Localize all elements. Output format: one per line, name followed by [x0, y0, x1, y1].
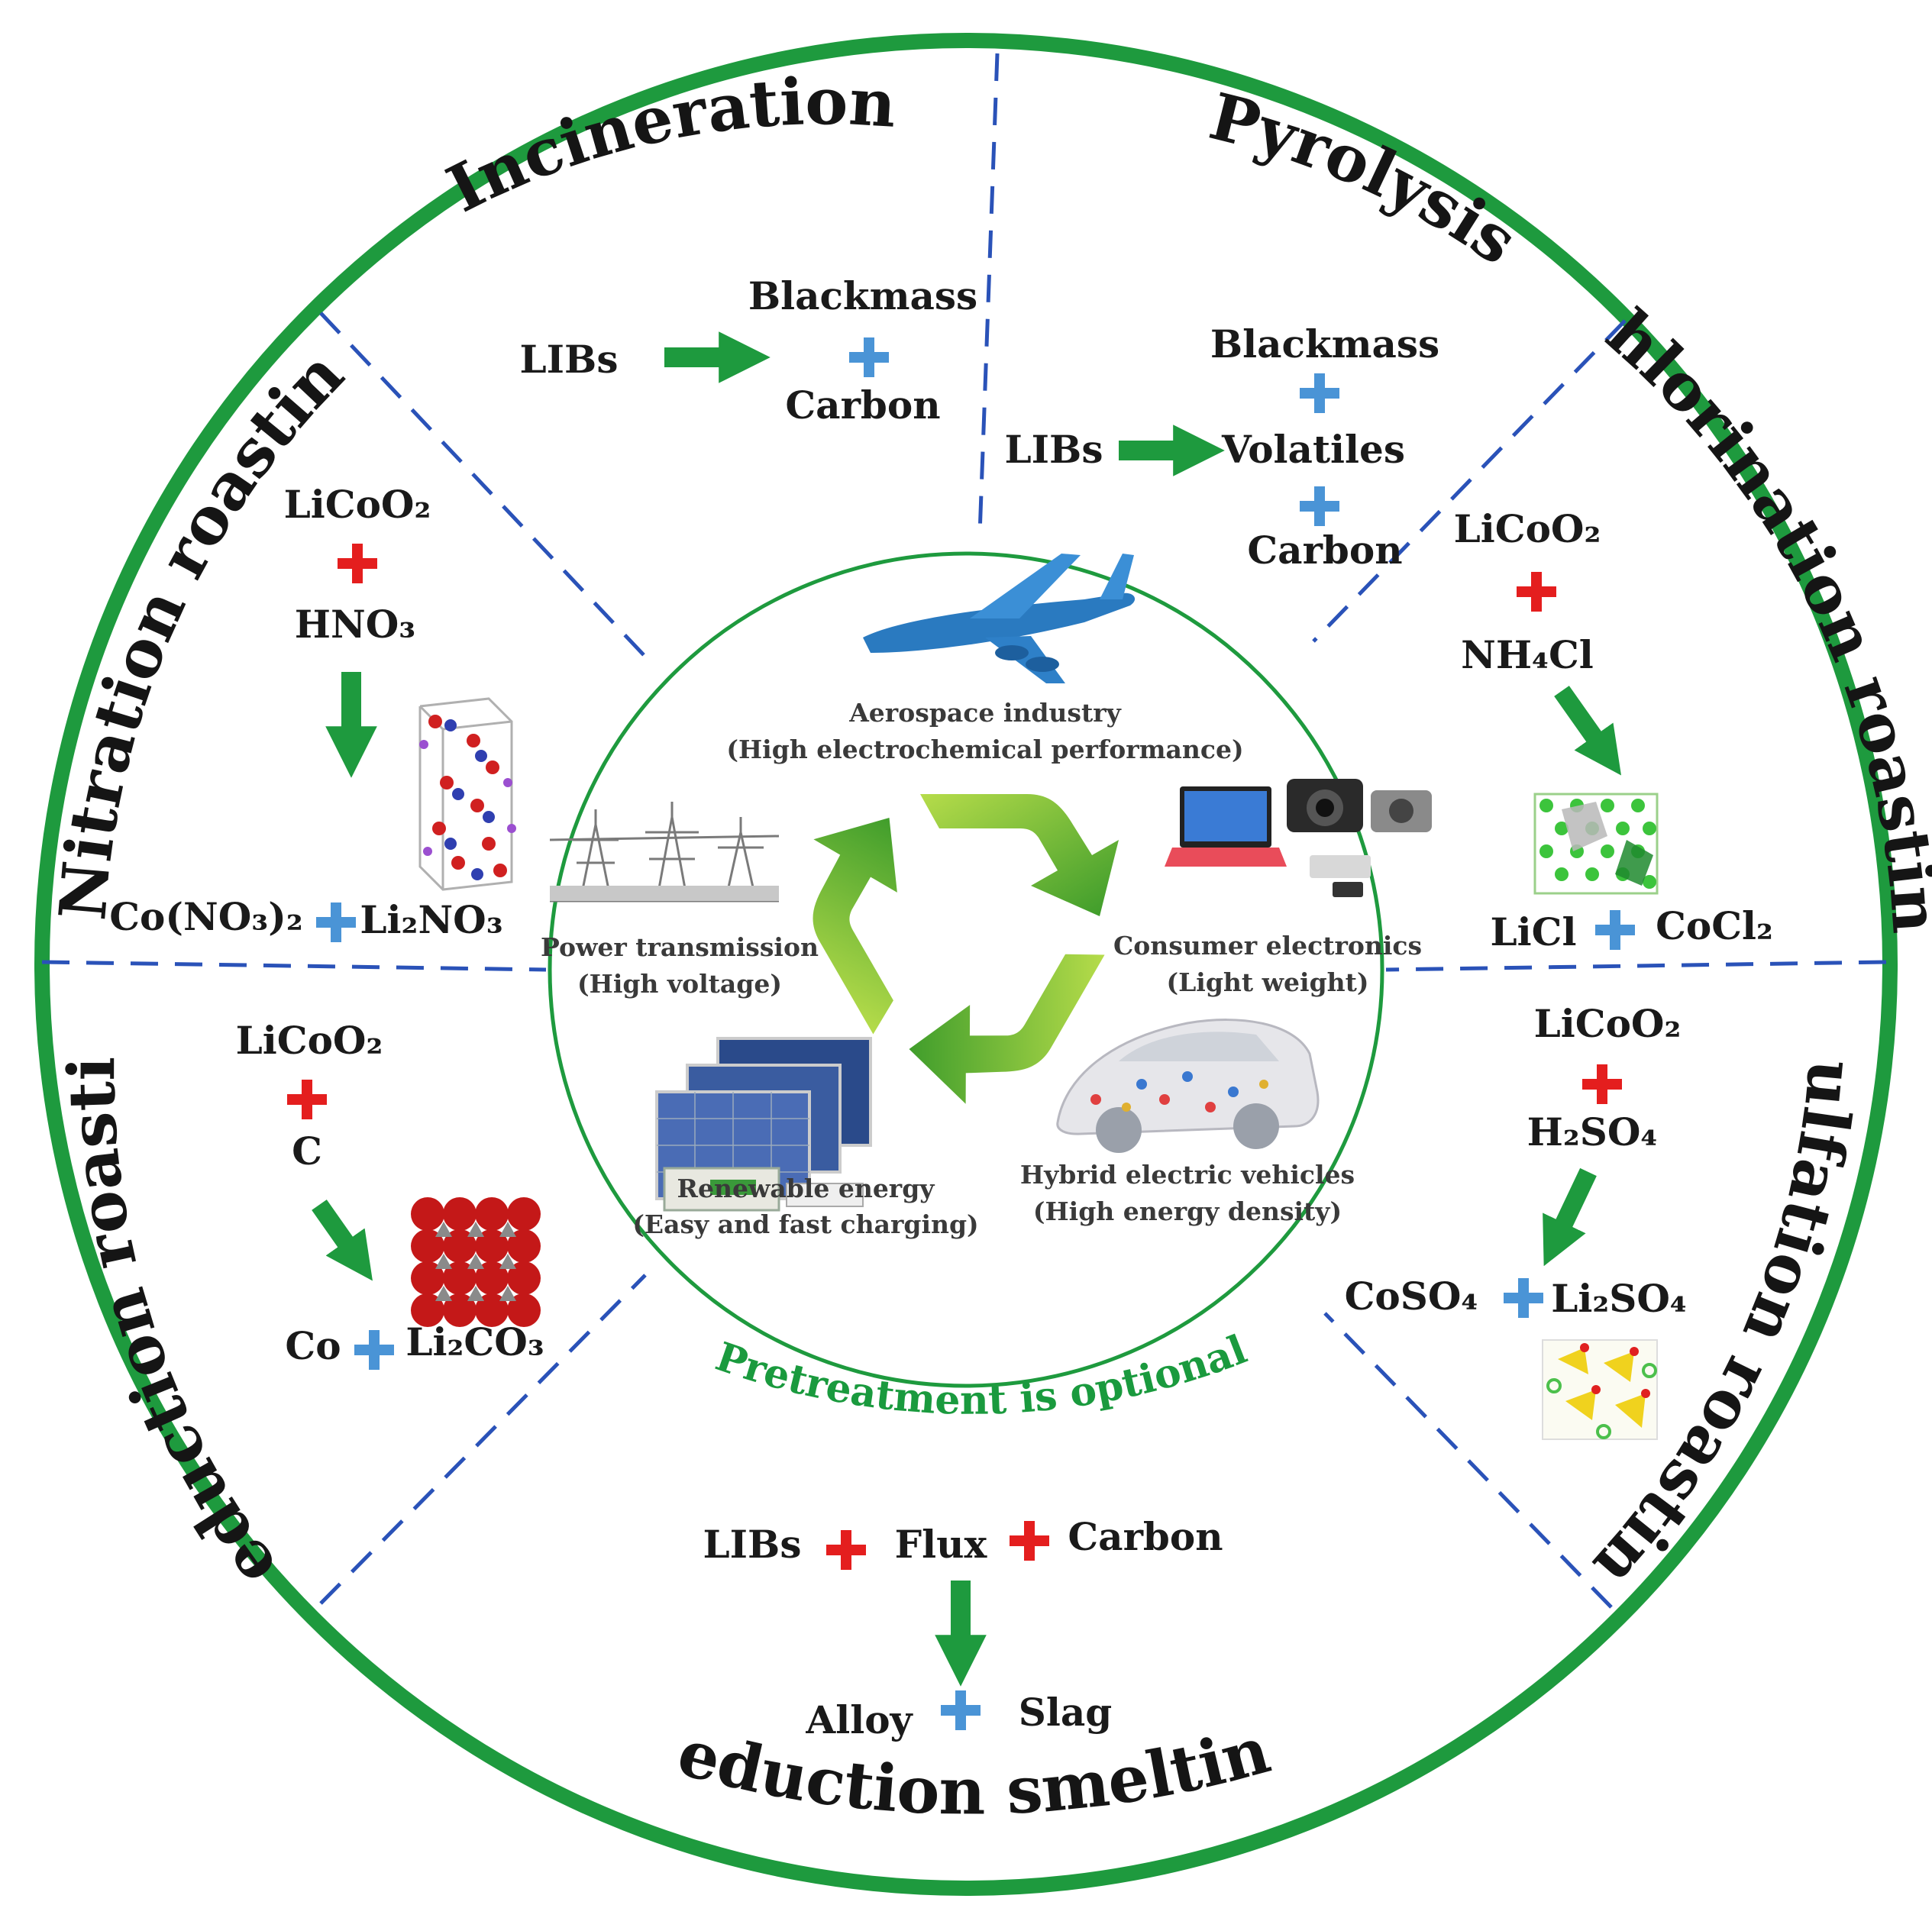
aerospace-label: Aerospace industry [848, 698, 1121, 728]
chlorination-reactant-1: LiCoO₂ [1454, 506, 1601, 551]
plus-icon [941, 1690, 981, 1730]
plus-icon [1300, 486, 1339, 526]
pyrolysis-content: Blackmass LIBs Volatiles Carbon [1005, 321, 1440, 573]
power-sub: (High voltage) [577, 969, 782, 999]
section-dividers [41, 53, 1887, 1609]
plus-icon [1582, 1064, 1622, 1104]
sulfation-reactant-1: LiCoO₂ [1534, 1001, 1682, 1046]
crystal-structure-icon [1533, 793, 1659, 895]
chlorination-arrow [1554, 686, 1621, 776]
smelting-reactant-1: LIBs [703, 1522, 802, 1567]
sulfation-reactant-2: H₂SO₄ [1527, 1109, 1658, 1154]
nitration-reactant-1: LiCoO₂ [284, 482, 431, 527]
vehicles-label: Hybrid electric vehicles [1020, 1160, 1355, 1190]
center-applications: Aerospace industry (High electrochemical… [541, 554, 1432, 1239]
outer-ring [34, 33, 1898, 1896]
plus-icon [849, 337, 889, 377]
recycle-icon [774, 794, 1119, 1127]
incineration-input: LIBs [520, 337, 619, 382]
crystal-structure-icon [1542, 1339, 1658, 1440]
reduction-product-1: Co [285, 1323, 341, 1368]
crystal-structure-icon [411, 1197, 541, 1327]
smelting-product-2: Slag [1019, 1690, 1112, 1735]
plus-icon [354, 1330, 394, 1370]
chlorination-content: LiCoO₂ NH₄Cl LiCl CoCl₂ [1454, 506, 1773, 954]
incineration-output-1: Blackmass [748, 273, 977, 318]
reduction-title: Reduction roasting [0, 0, 291, 1601]
sulfation-arrow [1543, 1167, 1597, 1267]
airplane-icon [863, 554, 1136, 683]
chlorination-product-1: LiCl [1491, 909, 1577, 954]
chlorination-reactant-2: NH₄Cl [1461, 632, 1594, 677]
solar-panel-icon [655, 1037, 872, 1212]
smelting-reactant-2: Flux [895, 1522, 988, 1567]
plus-icon [1504, 1278, 1543, 1318]
smelting-product-1: Alloy [805, 1697, 913, 1742]
pyrolysis-output-3: Carbon [1247, 528, 1402, 573]
consumer-sub: (Light weight) [1166, 967, 1368, 997]
plus-icon [1300, 373, 1339, 413]
inner-circle [548, 551, 1384, 1388]
sulfation-content: LiCoO₂ H₂SO₄ CoSO₄ Li₂SO₄ [1345, 1001, 1687, 1440]
aerospace-sub: (High electrochemical performance) [726, 735, 1243, 764]
smelting-reactant-3: Carbon [1068, 1514, 1223, 1559]
reduction-content: LiCoO₂ C Co Li₂CO₃ [236, 1018, 544, 1370]
plus-icon [826, 1530, 866, 1570]
plus-icon [338, 544, 377, 583]
pyrolysis-output-1: Blackmass [1210, 321, 1439, 366]
reduction-product-2: Li₂CO₃ [405, 1319, 544, 1364]
power-label: Power transmission [541, 932, 819, 962]
plus-icon [1517, 572, 1556, 612]
pyrolysis-input: LIBs [1005, 427, 1103, 472]
pyrolysis-title: Pyrolysis [1203, 78, 1531, 279]
plus-icon [1010, 1521, 1049, 1561]
nitration-product-2: Li₂NO₃ [360, 897, 502, 942]
nitration-reactant-2: HNO₃ [295, 602, 415, 647]
pyrolysis-output-2: Volatiles [1221, 427, 1405, 472]
car-icon [1056, 1019, 1320, 1153]
reduction-reactant-2: C [292, 1129, 322, 1174]
reduction-reactant-1: LiCoO₂ [236, 1018, 383, 1063]
chlorination-product-2: CoCl₂ [1656, 903, 1773, 948]
consumer-label: Consumer electronics [1113, 931, 1422, 961]
incineration-output-2: Carbon [785, 383, 940, 428]
plus-icon [287, 1080, 327, 1119]
renewable-label: Renewable energy [677, 1174, 935, 1203]
vehicles-sub: (High energy density) [1033, 1196, 1342, 1226]
nitration-content: LiCoO₂ HNO₃ Co(NO₃)₂ Li₂NO₃ [109, 482, 516, 942]
sulfation-product-2: Li₂SO₄ [1551, 1276, 1687, 1321]
nitration-product-1: Co(NO₃)₂ [109, 894, 303, 939]
incineration-content: LIBs Blackmass Carbon [520, 273, 978, 428]
smelting-content: LIBs Flux Carbon Alloy Slag [703, 1514, 1223, 1742]
electronics-icon [1165, 779, 1432, 897]
reduction-arrow [312, 1200, 373, 1281]
plus-icon [1595, 910, 1635, 950]
pretreatment-note: Pretreatment is optional [710, 1326, 1253, 1424]
renewable-sub: (Easy and fast charging) [632, 1209, 978, 1239]
crystal-structure-icon [418, 697, 516, 891]
plus-icon [316, 902, 356, 942]
power-tower-icon [549, 802, 780, 902]
sulfation-product-1: CoSO₄ [1345, 1274, 1478, 1319]
